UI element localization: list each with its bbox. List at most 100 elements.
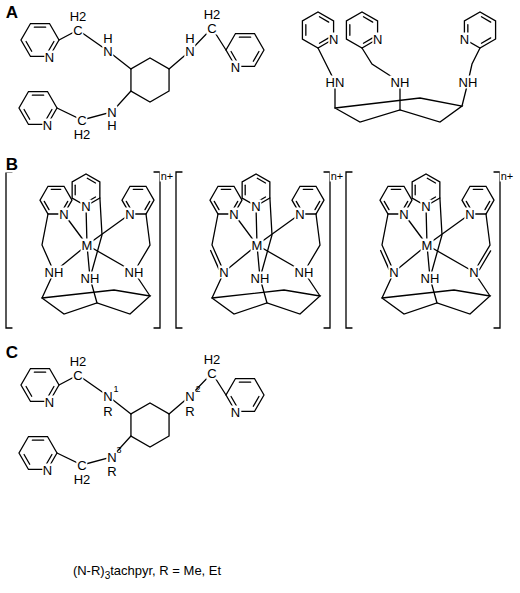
atom-label: 2 — [194, 385, 201, 394]
atom-label: H — [184, 32, 195, 45]
atom-label: N — [230, 405, 241, 418]
atom-label: N — [106, 451, 117, 464]
atom-label: NH — [458, 76, 479, 89]
aromatic-bond — [349, 25, 350, 36]
atom-label: N — [106, 106, 117, 119]
atom-label: N — [388, 266, 399, 279]
atom-label: H2 — [203, 353, 222, 366]
atom-label: 1 — [112, 385, 119, 394]
atom-label: n+ — [330, 171, 345, 182]
aromatic-bond — [319, 17, 328, 22]
atom-label: N — [184, 45, 195, 58]
atom-label: 3 — [115, 446, 122, 455]
double-bond-line — [479, 251, 490, 270]
atom-label: C — [76, 114, 87, 127]
aromatic-bond — [34, 372, 45, 373]
atom-label: R — [106, 465, 117, 478]
bracket — [324, 172, 330, 328]
atom-label: H2 — [73, 128, 92, 141]
atom-label: N — [464, 208, 475, 221]
aromatic-bond — [253, 52, 259, 62]
atom-label: N — [328, 33, 339, 46]
aromatic-bond — [391, 189, 400, 190]
atom-label: N — [124, 208, 135, 221]
atom-label: H2 — [69, 355, 88, 368]
bond-line — [304, 214, 320, 272]
aromatic-bond — [51, 189, 60, 190]
aromatic-bond — [303, 189, 312, 190]
atom-label: N — [230, 60, 241, 73]
bracket — [176, 172, 182, 328]
bond-line — [474, 214, 490, 272]
atom-label: NH — [124, 266, 145, 279]
atom-label: N — [218, 266, 229, 279]
coordination-bond — [427, 245, 474, 272]
atom-label: N — [42, 463, 53, 476]
formula-caption: (N-R) — [73, 563, 105, 578]
atom-label: R — [184, 405, 195, 418]
panel-letter: C — [5, 344, 19, 361]
aromatic-bond — [34, 27, 45, 28]
aromatic-bond — [32, 440, 43, 441]
atom-label: N — [228, 208, 239, 221]
atom-label: C — [206, 22, 217, 35]
formula-caption: tachpyr, R = Me, Et — [110, 563, 221, 578]
atom-label: C — [76, 459, 87, 472]
caption-line: (N-R)3tachpyr, R = Me, Et — [73, 563, 221, 582]
aromatic-bond — [24, 455, 30, 465]
bond-line — [382, 214, 394, 272]
aromatic-bond — [214, 201, 219, 209]
cyclohexane-ring — [131, 58, 169, 102]
atom-label: NH — [44, 266, 65, 279]
formula-caption: 3 — [105, 570, 111, 581]
aromatic-bond — [315, 201, 320, 209]
chair-ring — [382, 290, 490, 314]
atom-label: N — [372, 33, 383, 46]
atom-label: N — [44, 50, 55, 63]
atom-label: H2 — [73, 473, 92, 486]
aromatic-bond — [44, 201, 49, 209]
atom-label: C — [72, 24, 83, 37]
chair-ring — [212, 290, 320, 314]
atom-label: N — [42, 118, 53, 131]
atom-label: N — [459, 33, 470, 46]
aromatic-bond — [133, 189, 142, 190]
atom-label: NH — [420, 272, 441, 285]
aromatic-bond — [415, 185, 416, 194]
atom-label: N — [102, 390, 113, 403]
aromatic-bond — [427, 178, 435, 183]
aromatic-bond — [221, 189, 230, 190]
atom-label: NH — [80, 272, 101, 285]
atom-label: H2 — [203, 8, 222, 21]
bracket — [494, 172, 500, 328]
atom-label: NH — [390, 76, 411, 89]
bond-line — [59, 30, 131, 69]
panel-letter: B — [5, 156, 19, 173]
bracket — [6, 172, 12, 328]
atom-label: M — [81, 239, 94, 252]
bond-line — [42, 214, 54, 272]
atom-label: N — [80, 200, 91, 213]
aromatic-bond — [363, 17, 372, 22]
bond-line — [134, 214, 150, 272]
aromatic-bond — [87, 178, 95, 183]
aromatic-bond — [26, 42, 32, 52]
atom-label: NH — [250, 272, 271, 285]
atom-label: R — [102, 405, 113, 418]
aromatic-bond — [473, 189, 482, 190]
atom-label: N — [184, 390, 195, 403]
atom-label: H — [106, 119, 117, 132]
panel-letter: A — [5, 4, 19, 21]
chair-ring — [335, 98, 462, 122]
aromatic-bond — [305, 25, 306, 36]
aromatic-bond — [245, 185, 246, 194]
aromatic-bond — [384, 201, 389, 209]
aromatic-bond — [253, 397, 259, 407]
atom-label: H — [102, 32, 113, 45]
atom-label: n+ — [160, 171, 175, 182]
aromatic-bond — [481, 17, 490, 22]
cyclohexane-ring — [131, 403, 169, 447]
aromatic-bond — [239, 382, 250, 383]
